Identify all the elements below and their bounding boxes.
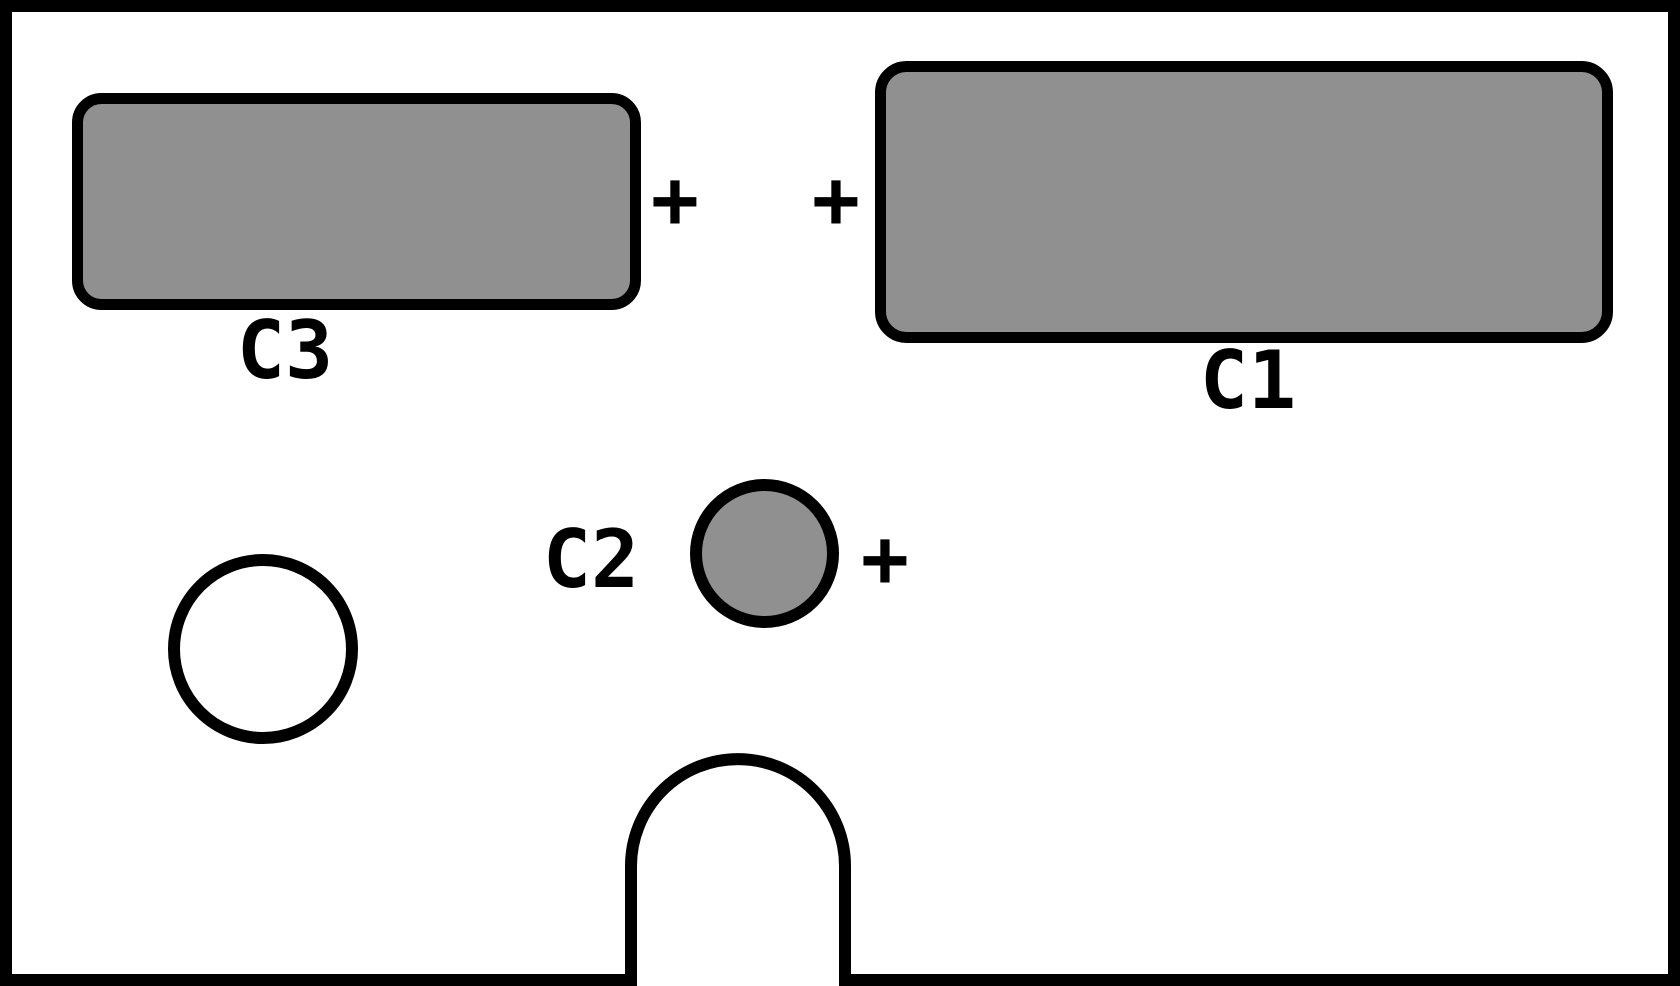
label-c2: C2 bbox=[543, 513, 639, 606]
pad-c3 bbox=[72, 93, 641, 310]
label-c3: C3 bbox=[237, 304, 333, 397]
label-c1: C1 bbox=[1200, 334, 1296, 427]
pad-c1 bbox=[875, 61, 1613, 343]
pad-c2 bbox=[690, 479, 839, 628]
polarity-plus-c1: + bbox=[812, 153, 860, 246]
mounting-hole bbox=[168, 554, 358, 744]
polarity-plus-c3: + bbox=[651, 153, 699, 246]
polarity-plus-c2: + bbox=[861, 512, 909, 605]
